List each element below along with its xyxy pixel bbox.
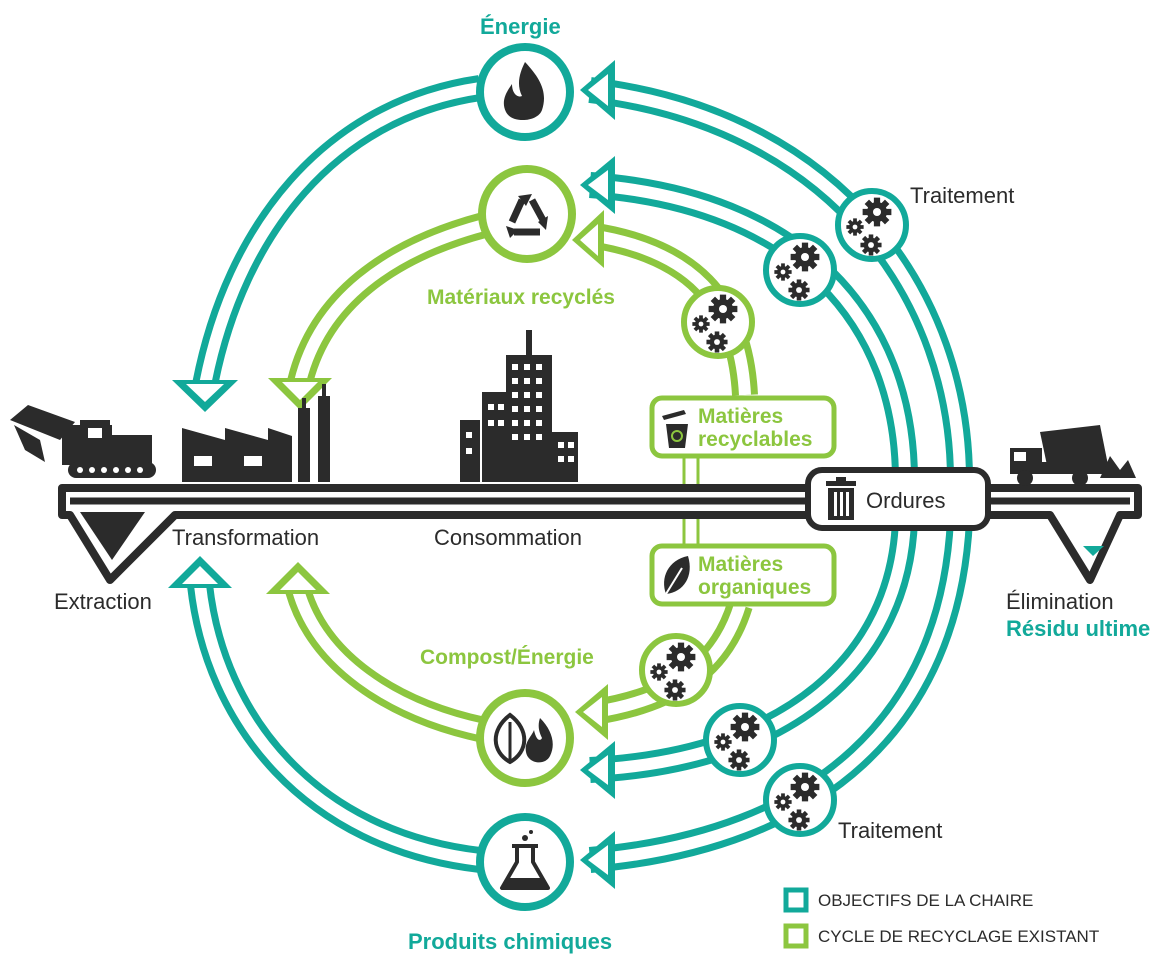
extraction-label: Extraction (54, 589, 152, 614)
recycle-node (478, 165, 576, 263)
materiaux-recycles-label: Matériaux recyclés (427, 286, 615, 309)
gears-icon-treatment-bottom-2 (763, 763, 837, 837)
gears-icon-treatment-top-2 (763, 233, 837, 307)
recycle-bin-icon (662, 410, 688, 448)
chemicals-node (476, 813, 574, 911)
recyclables-label-line1: Matières (698, 405, 783, 428)
legend-label-chaire: OBJECTIFS DE LA CHAIRE (818, 891, 1033, 910)
compost-node (476, 689, 574, 787)
gears-icon-organics (639, 633, 713, 707)
traitement-bottom-label: Traitement (838, 818, 942, 843)
residue-marker-icon (1083, 546, 1104, 556)
legend: OBJECTIFS DE LA CHAIRE CYCLE DE RECYCLAG… (783, 887, 1099, 949)
arc-treatment-to-compost (580, 519, 918, 799)
arc-recyclables-to-recycle (572, 210, 758, 396)
arc-compost-to-transformation (266, 562, 487, 743)
arc-energy-to-transformation (172, 75, 482, 412)
ordures-box: Ordures (805, 467, 991, 531)
extraction-pit-icon (80, 512, 145, 560)
gears-icon-treatment-top-1 (835, 188, 909, 262)
trash-bin-icon (826, 477, 856, 520)
legend-label-recyclage: CYCLE DE RECYCLAGE EXISTANT (818, 927, 1099, 946)
traitement-top-label: Traitement (910, 183, 1014, 208)
organics-label-line2: organiques (698, 576, 811, 599)
leaf-icon (664, 556, 690, 595)
legend-item-chaire: OBJECTIFS DE LA CHAIRE (783, 887, 1033, 913)
legend-swatch-green (783, 923, 809, 949)
dump-truck-icon (1010, 425, 1136, 486)
ordures-label: Ordures (866, 488, 945, 513)
factory-icon (182, 384, 330, 482)
flask-icon (500, 830, 550, 890)
recycle-icon (508, 198, 548, 236)
arc-recycle-to-transformation (268, 212, 488, 410)
residu-ultime-label: Résidu ultime (1006, 616, 1150, 641)
compost-energie-label: Compost/Énergie (420, 646, 594, 669)
legend-item-recyclage: CYCLE DE RECYCLAGE EXISTANT (783, 923, 1099, 949)
energy-node (476, 43, 574, 141)
gears-icon-recyclables (681, 285, 755, 359)
arc-chemicals-to-transformation (168, 556, 482, 873)
produits-chimiques-label: Produits chimiques (408, 929, 612, 954)
flame-icon (503, 62, 545, 121)
arc-treatment-to-chemicals (580, 519, 973, 889)
organics-box: Matières organiques (649, 543, 837, 607)
transformation-label: Transformation (172, 525, 319, 550)
elimination-label: Élimination (1006, 589, 1114, 614)
consommation-label: Consommation (434, 525, 582, 550)
excavator-icon (10, 405, 156, 478)
recyclables-box: Matières recyclables (649, 395, 837, 459)
energie-label: Énergie (480, 14, 561, 39)
legend-swatch-teal (783, 887, 809, 913)
building-icon (460, 330, 578, 482)
organics-label-line1: Matières (698, 553, 783, 576)
gears-icon-treatment-bottom-1 (703, 703, 777, 777)
recyclables-label-line2: recyclables (698, 428, 812, 451)
leaf-flame-icon (493, 712, 553, 765)
